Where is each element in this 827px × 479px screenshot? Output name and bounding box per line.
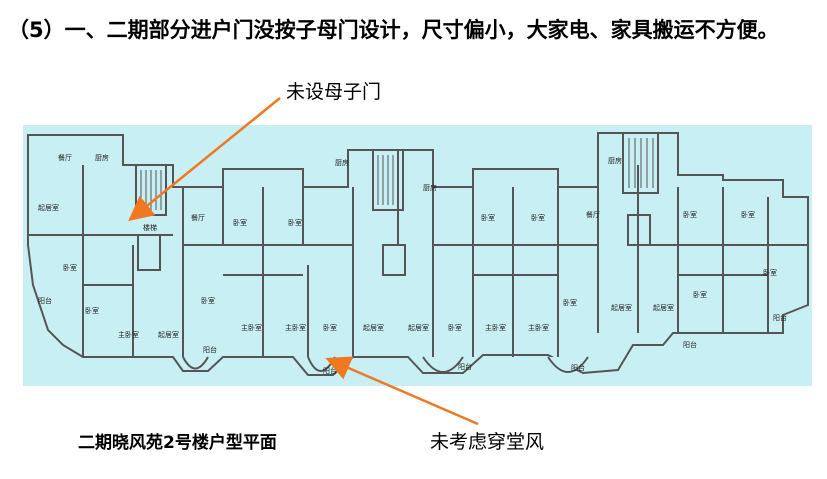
page-heading: （5）一、二期部分进户门没按子母门设计，尺寸偏小，大家电、家具搬运不方便。	[8, 18, 779, 42]
room-label: 卧室	[448, 323, 462, 332]
room-label: 楼梯	[143, 223, 157, 232]
room-label: 起居室	[408, 323, 429, 332]
door-callout-arrow	[128, 97, 281, 222]
room-label: 主卧室	[118, 330, 139, 339]
room-label: 主卧室	[241, 323, 262, 332]
callout-no-cross-ventilation: 未考虑穿堂风	[430, 431, 545, 453]
room-label: 起居室	[653, 303, 674, 312]
room-label: 餐厅	[191, 213, 205, 222]
room-label: 起居室	[158, 330, 179, 339]
room-label: 起居室	[611, 303, 632, 312]
room-label: 卧室	[693, 290, 707, 299]
room-label: 餐厅	[586, 210, 600, 219]
room-label: 阳台	[683, 340, 697, 349]
room-label: 阳台	[203, 345, 217, 354]
plan-background	[23, 125, 812, 386]
room-label: 阳台	[458, 362, 472, 371]
room-label: 厨房	[608, 156, 622, 165]
room-label: 餐厅	[58, 153, 72, 162]
room-label: 卧室	[763, 268, 777, 277]
room-label: 厨房	[423, 183, 437, 192]
room-labels: 餐厅 厨房 起居室 卧室 阳台 卧室 主卧室 起居室 餐厅 卧室 卧室 卧室 主…	[38, 153, 787, 375]
room-label: 卧室	[233, 218, 247, 227]
room-label: 卧室	[481, 213, 495, 222]
callout-no-double-door: 未设母子门	[286, 81, 382, 103]
room-label: 卧室	[563, 298, 577, 307]
room-label: 主卧室	[528, 323, 549, 332]
room-label: 卧室	[531, 213, 545, 222]
stair-hatching	[140, 138, 654, 210]
room-label: 厨房	[335, 158, 349, 167]
room-label: 起居室	[38, 203, 59, 212]
room-label: 阳台	[773, 313, 787, 322]
room-label: 阳台	[571, 363, 585, 372]
room-label: 卧室	[323, 323, 337, 332]
room-label: 厨房	[95, 153, 109, 162]
room-label: 卧室	[63, 263, 77, 272]
ventilation-callout-arrow	[325, 356, 479, 426]
room-label: 卧室	[741, 210, 755, 219]
room-label: 主卧室	[285, 323, 306, 332]
room-label: 卧室	[201, 296, 215, 305]
room-label: 卧室	[85, 306, 99, 315]
room-label: 阳台	[38, 296, 52, 305]
room-label: 卧室	[288, 218, 302, 227]
plan-caption: 二期晓风苑2号楼户型平面	[78, 433, 277, 453]
room-label: 卧室	[683, 210, 697, 219]
wall-outlines	[27, 132, 809, 376]
floor-plan-drawing: 餐厅 厨房 起居室 卧室 阳台 卧室 主卧室 起居室 餐厅 卧室 卧室 卧室 主…	[23, 125, 812, 386]
floor-plan: 餐厅 厨房 起居室 卧室 阳台 卧室 主卧室 起居室 餐厅 卧室 卧室 卧室 主…	[23, 125, 812, 386]
room-label: 起居室	[363, 323, 384, 332]
room-label: 主卧室	[485, 323, 506, 332]
